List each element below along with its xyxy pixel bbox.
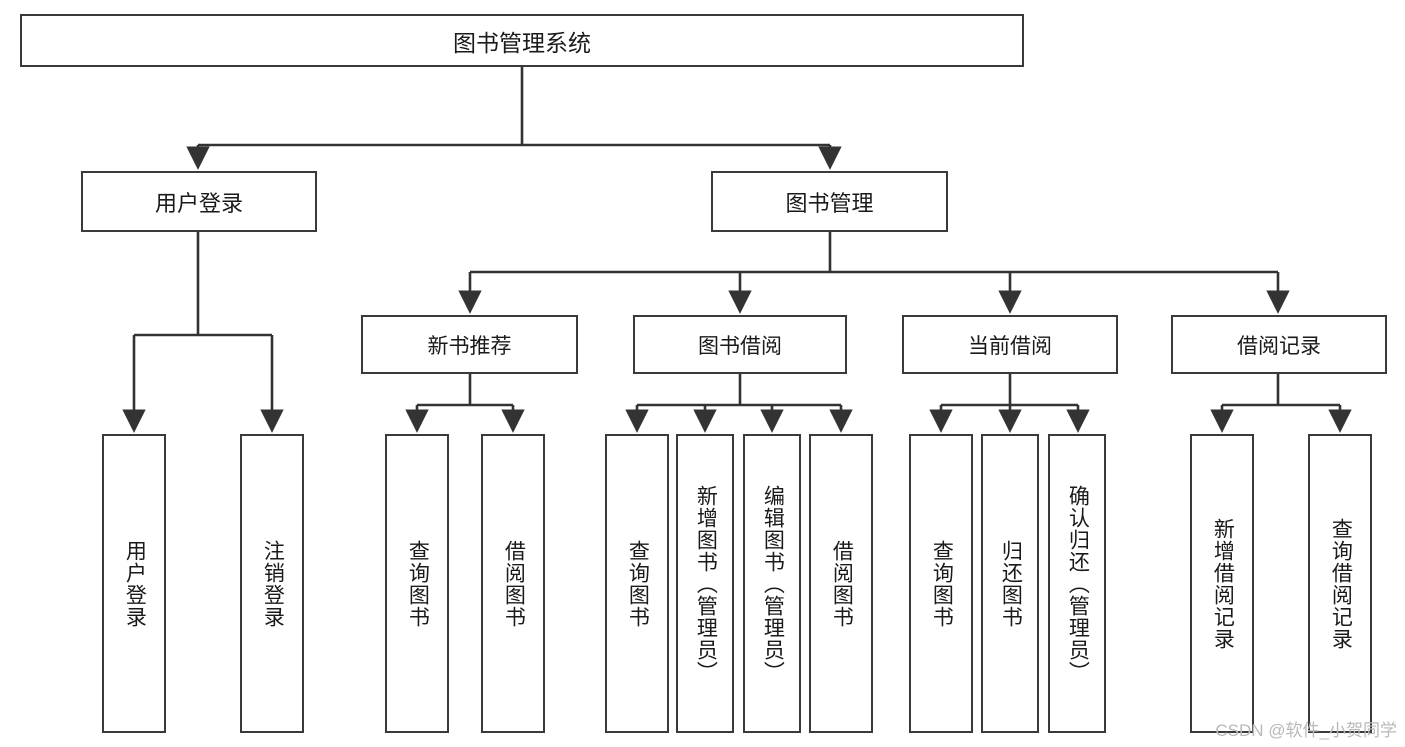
node-user-login[interactable]: 用户登录 [81,171,317,232]
leaf-add-book[interactable]: 新增图书（管理员） [676,434,734,733]
leaf-query-book-1-label: 查询图书 [406,539,430,628]
node-current-borrow[interactable]: 当前借阅 [902,315,1118,374]
node-new-book-recommend[interactable]: 新书推荐 [361,315,578,374]
node-borrow-record[interactable]: 借阅记录 [1171,315,1387,374]
leaf-borrow-book-2-label: 借阅图书 [830,539,854,628]
node-book-manage-label: 图书管理 [785,190,874,216]
node-root[interactable]: 图书管理系统 [20,14,1024,67]
leaf-user-login-label: 用户登录 [123,539,147,628]
leaf-return-book-label: 归还图书 [999,539,1023,628]
node-current-borrow-label: 当前借阅 [968,334,1052,358]
leaf-query-book-1[interactable]: 查询图书 [385,434,449,733]
leaf-logout-login[interactable]: 注销登录 [240,434,304,733]
leaf-query-book-2[interactable]: 查询图书 [605,434,669,733]
node-root-label: 图书管理系统 [453,29,591,56]
leaf-edit-book-label: 编辑图书（管理员） [761,484,785,683]
node-user-login-label: 用户登录 [154,190,243,216]
leaf-query-book-3[interactable]: 查询图书 [909,434,973,733]
leaf-return-book[interactable]: 归还图书 [981,434,1039,733]
leaf-edit-book[interactable]: 编辑图书（管理员） [743,434,801,733]
leaf-borrow-book-1-label: 借阅图书 [502,539,526,628]
node-book-manage[interactable]: 图书管理 [711,171,948,232]
leaf-query-record-label: 查询借阅记录 [1329,517,1353,650]
leaf-confirm-return-label: 确认归还（管理员） [1066,484,1090,683]
leaf-user-login[interactable]: 用户登录 [102,434,166,733]
leaf-query-record[interactable]: 查询借阅记录 [1308,434,1372,733]
leaf-add-record[interactable]: 新增借阅记录 [1190,434,1254,733]
leaf-confirm-return[interactable]: 确认归还（管理员） [1048,434,1106,733]
leaf-query-book-2-label: 查询图书 [626,539,650,628]
leaf-query-book-3-label: 查询图书 [930,539,954,628]
leaf-add-book-label: 新增图书（管理员） [694,484,718,683]
node-new-book-recommend-label: 新书推荐 [427,334,512,358]
node-borrow-record-label: 借阅记录 [1237,334,1321,358]
node-book-borrow[interactable]: 图书借阅 [633,315,847,374]
leaf-borrow-book-2[interactable]: 借阅图书 [809,434,873,733]
leaf-logout-login-label: 注销登录 [261,539,285,628]
node-book-borrow-label: 图书借阅 [698,334,782,358]
leaf-borrow-book-1[interactable]: 借阅图书 [481,434,545,733]
watermark: CSDN @软件_小贺同学 [1215,721,1397,740]
leaf-add-record-label: 新增借阅记录 [1211,517,1235,650]
